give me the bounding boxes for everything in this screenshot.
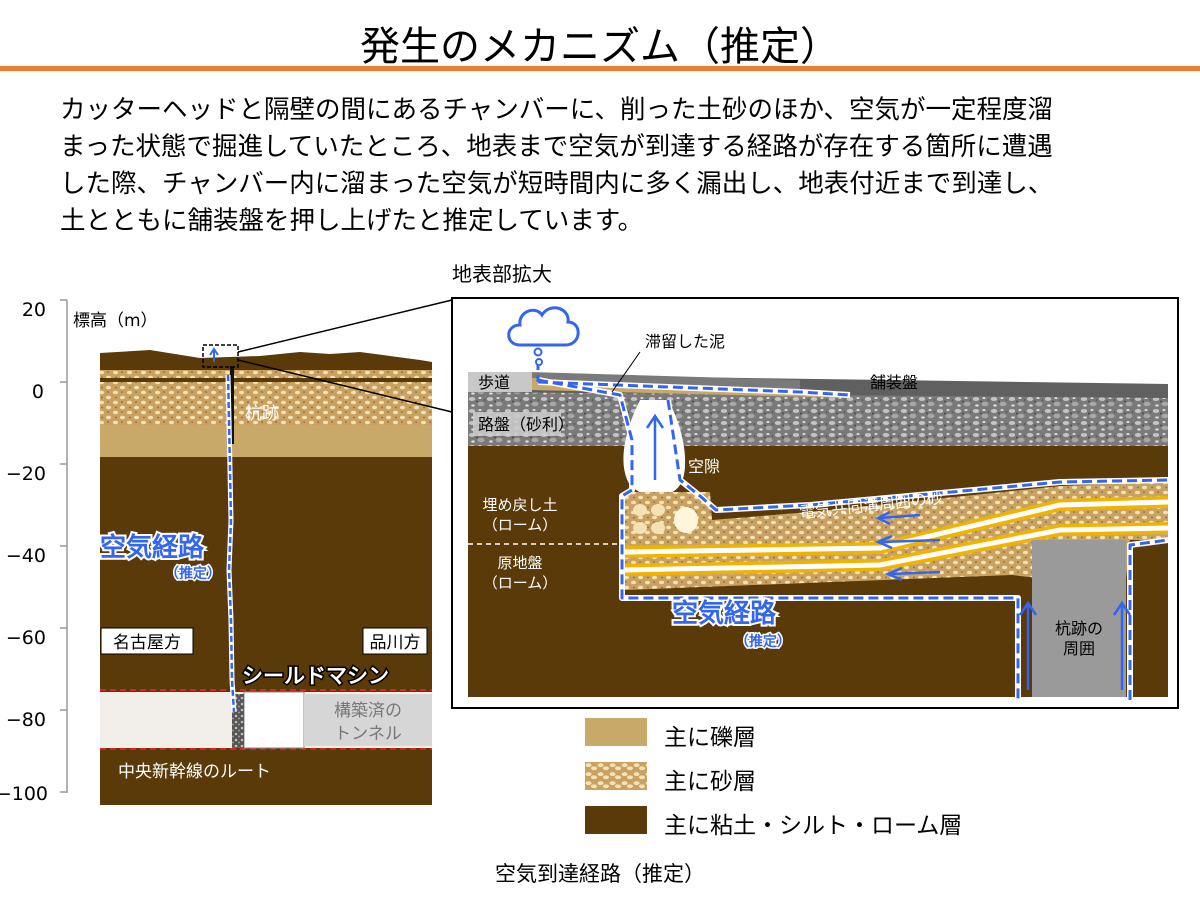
zoom-air-path-label: 空気経路 [672, 598, 777, 629]
shinagawa-label: 品川方 [370, 633, 421, 653]
ground-label-2: （ローム） [483, 574, 558, 592]
y-tick-label: −60 [6, 627, 46, 649]
thin-clay-layer [100, 378, 432, 382]
void-label: 空隙 [688, 457, 720, 476]
ground-label-1: 原地盤 [497, 554, 542, 572]
zoom-heading: 地表部拡大 [452, 262, 552, 286]
description-line: 土とともに舗装盤を押し上げたと推定しています。 [60, 206, 644, 236]
air-path-note: （推定） [165, 565, 221, 582]
y-tick-label: 0 [32, 381, 44, 403]
y-tick-label: −80 [6, 709, 46, 731]
route-label: 中央新幹線のルート [118, 761, 271, 782]
pile-label: 杭跡 [245, 404, 279, 424]
y-tick-label: −100 [0, 783, 48, 805]
air-arrow-up [209, 347, 219, 362]
nagoya-label: 名古屋方 [113, 633, 181, 653]
y-tick-label: 20 [22, 299, 46, 321]
description-line: した際、チャンバー内に溜まった空気が短時間内に多く漏出し、地表付近まで到達し、 [60, 169, 1054, 199]
mud-pointer [611, 351, 641, 393]
tunnel-label-2: トンネル [334, 724, 402, 744]
backfill-label-2: （ローム） [483, 516, 558, 534]
shield-machine [243, 691, 305, 749]
zoom-marker [202, 344, 239, 368]
zoom-air-path [536, 360, 1169, 700]
pile-column [1032, 540, 1126, 697]
pile-trace [230, 366, 234, 444]
air-cloud-icon [507, 306, 580, 366]
pavement-label: 舗装盤 [870, 373, 918, 392]
y-axis-title: 標高（m） [73, 311, 158, 331]
sidewalk-label: 歩道 [478, 373, 510, 392]
zoom-connector-top [237, 299, 453, 353]
sand-nodules [633, 504, 698, 534]
figure-caption: 空気到達経路（推定） [495, 862, 705, 886]
title-rule [0, 66, 1200, 71]
constructed-tunnel [304, 694, 432, 746]
pile-label-2: 周囲 [1063, 639, 1095, 658]
y-tick-label: −20 [6, 463, 46, 485]
air-path-label: 空気経路 [100, 532, 205, 563]
legend-swatch-sand [585, 762, 647, 790]
upper-sand-layer [100, 370, 432, 378]
sidewalk [468, 372, 532, 392]
description-line: カッターヘッドと隔壁の間にあるチャンバーに、削った土砂のほか、空気が一定程度溜 [60, 95, 1053, 125]
mud-label: 滞留した泥 [645, 332, 725, 351]
air-arrows [645, 413, 1132, 690]
backfill-label-1: 埋め戻し土 [482, 496, 557, 514]
pile-label-1: 杭跡の [1055, 619, 1103, 638]
description: カッターヘッドと隔壁の間にあるチャンバーに、削った土砂のほか、空気が一定程度溜 … [60, 92, 1160, 240]
zoom-air-path-note: （推定） [735, 633, 791, 650]
y-axis-ticks [60, 299, 67, 793]
nagoya-box [100, 627, 194, 655]
topsoil-layer [100, 350, 432, 372]
page-title: 発生のメカニズム（推定） [360, 24, 840, 70]
legend-swatch-gravel [585, 718, 647, 746]
zoom-connector-bottom [237, 359, 453, 413]
legend-swatch-clay [585, 806, 647, 834]
gravel-layer [100, 425, 432, 457]
tunnel-label-1: 構築済の [334, 701, 402, 721]
legend-label-gravel: 主に礫層 [664, 725, 756, 751]
sand-layer [100, 382, 432, 425]
roadbed-label: 路盤（砂利） [478, 415, 574, 434]
shield-label: シールドマシン [242, 664, 389, 688]
shinagawa-box [362, 627, 428, 655]
legend-label-clay: 主に粘土・シルト・ローム層 [664, 813, 963, 839]
y-tick-label: −40 [6, 545, 46, 567]
y-tick-labels: 20 0 −20 −40 −60 −80 −100 [0, 299, 48, 805]
description-line: まった状態で掘進していたところ、地表まで空気が到達する経路が存在する箇所に遭遇 [60, 132, 1053, 162]
left-cross-section: 20 0 −20 −40 −60 −80 −100 標高（m） [0, 299, 453, 805]
zoom-panel: 滞留した泥 歩道 舗装盤 路盤（砂利） 空隙 電気共同溝周囲の砂 埋め戻し土 （… [451, 297, 1179, 709]
legend-label-sand: 主に砂層 [664, 769, 756, 795]
